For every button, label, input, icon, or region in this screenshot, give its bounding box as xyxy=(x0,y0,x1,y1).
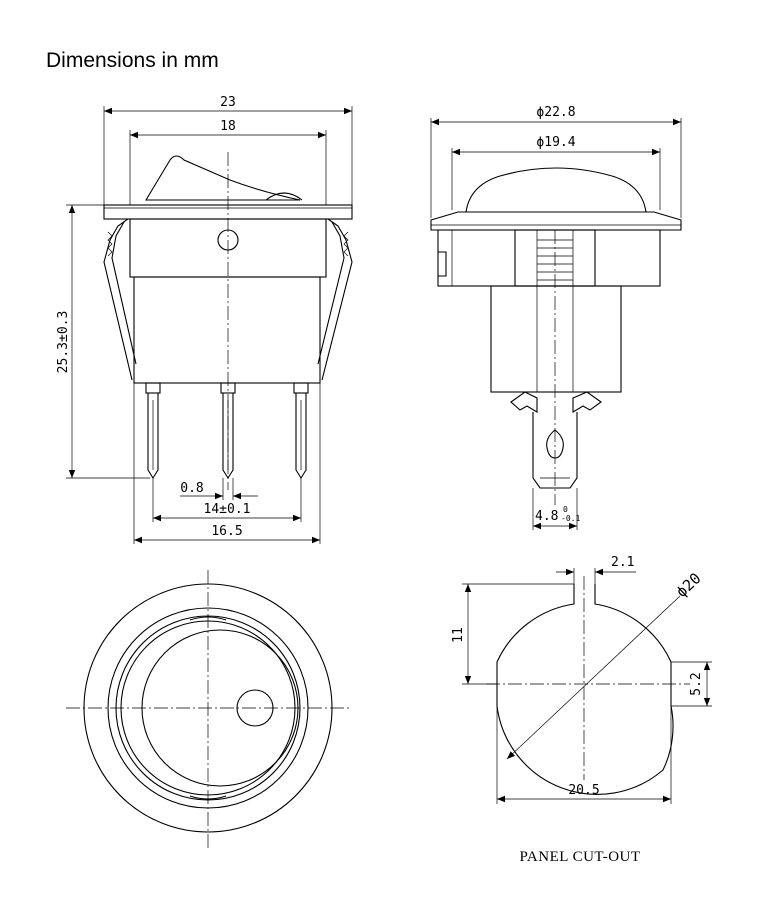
dim-overall-width: 23 xyxy=(220,95,236,110)
cutout-outline xyxy=(496,584,674,795)
terminal-base-center xyxy=(220,382,236,394)
panel-cutout: 2.1 11 5.2 ϕ20 20.5 PANEL CUT-OUT xyxy=(451,555,712,865)
dim-height: 25.3±0.3 xyxy=(56,311,71,374)
dome xyxy=(465,167,647,213)
dim-flat-offset: 5.2 xyxy=(689,672,704,695)
dim-key-width: 2.1 xyxy=(611,555,634,570)
terminal-base-right xyxy=(293,382,309,394)
front-terminal xyxy=(532,412,578,489)
cutout-caption: PANEL CUT-OUT xyxy=(519,849,640,865)
dim-dome-diameter: ϕ19.4 xyxy=(536,135,575,150)
page-title: Dimensions in mm xyxy=(46,49,219,72)
terminal-base-left xyxy=(145,382,161,394)
lower-body xyxy=(133,276,321,384)
dim-flat-width: 20.5 xyxy=(568,783,599,798)
front-lower-housing xyxy=(490,285,622,393)
front-flange xyxy=(430,211,682,231)
dim-terminal-thickness: 0.8 xyxy=(180,481,203,496)
dim-body-width: 18 xyxy=(220,119,236,134)
front-view: ϕ22.8 ϕ19.4 4.8 0 -0.1 xyxy=(430,105,682,530)
dim-terminal-tol-lower: -0.1 xyxy=(561,514,580,523)
dim-bezel-diameter: ϕ22.8 xyxy=(536,105,575,120)
terminal-center xyxy=(222,393,234,480)
dim-terminal-width: 4.8 xyxy=(535,509,558,524)
dim-terminal-pitch: 14±0.1 xyxy=(204,502,251,517)
dim-cutout-height: 11 xyxy=(451,627,466,643)
left-clip xyxy=(103,218,133,381)
dim-cutout-diameter: ϕ20 xyxy=(672,569,704,601)
top-view xyxy=(66,570,350,850)
side-view: 23 18 xyxy=(56,95,353,544)
rocker-actuator xyxy=(145,155,301,201)
right-clip xyxy=(321,218,353,381)
dim-base-width: 16.5 xyxy=(211,524,242,539)
front-housing xyxy=(437,229,661,287)
dim-terminal-tol-upper: 0 xyxy=(563,505,568,514)
